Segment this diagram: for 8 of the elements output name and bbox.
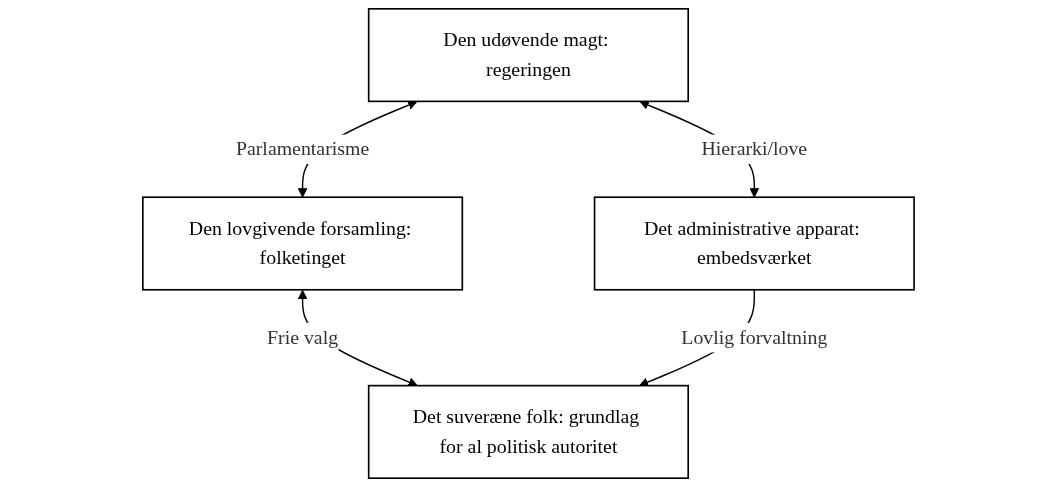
node-box: Det suveræne folk: grundlag for al politisk autoritet bbox=[367, 384, 689, 479]
node-box: Den lovgivende forsamling: folketinget bbox=[141, 196, 463, 291]
node-box: Den udøvende magt: regeringen bbox=[367, 8, 689, 103]
edge-label: Hierarki/love bbox=[700, 137, 807, 160]
edge-label: Frie valg bbox=[266, 326, 338, 349]
edge-label: Parlamentarisme bbox=[235, 137, 369, 160]
node-box: Det administrative apparat: embedsværket bbox=[593, 196, 915, 291]
edge-label: Lovlig forvaltning bbox=[680, 326, 827, 349]
